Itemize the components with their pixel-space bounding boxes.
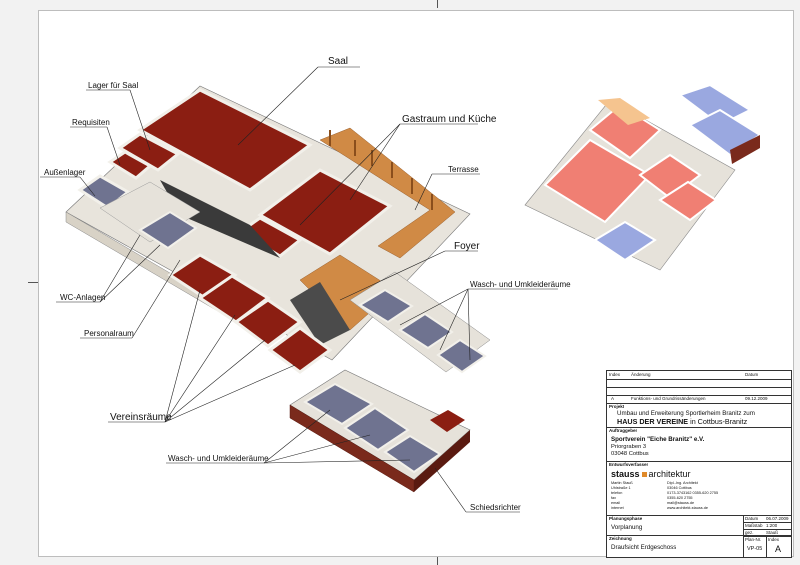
- phase-label: Planungsphase: [609, 516, 643, 521]
- contact-mid: Dipl.-Ing. Architekt 03046 Cottbus 0173-…: [667, 481, 718, 511]
- leader-lines: [40, 66, 558, 513]
- contact-l1: Uhlstraße 1: [611, 486, 631, 490]
- contact-m3: 0355-620 2755: [667, 496, 693, 500]
- firm-logo: stauss architektur: [611, 469, 691, 479]
- client-city: 03048 Cottbus: [611, 451, 649, 457]
- header-index: Index: [609, 372, 621, 377]
- label-schiedsrichter: Schiedsrichter: [470, 503, 521, 512]
- contact-l3: fax: [611, 496, 617, 500]
- plan-number-cell: Plan-Nr. VP-05: [744, 536, 767, 557]
- project-section: Projekt Umbau und Erweiterung Sportlerhe…: [607, 403, 791, 428]
- architect-label: Entwurfsverfasser: [609, 462, 649, 467]
- contact-l2: telefon: [611, 491, 623, 495]
- label-wasch-bottom: Wasch- und Umkleideräume: [168, 454, 269, 463]
- label-terrasse: Terrasse: [448, 165, 479, 174]
- index-value: A: [775, 544, 782, 554]
- label-foyer: Foyer: [454, 241, 480, 252]
- project-line1: Umbau und Erweiterung Sportlerheim Brani…: [617, 410, 755, 417]
- contact-m2: 0173-3743162 0355-620 2755: [667, 491, 719, 495]
- drawing-value: Draufsicht Erdgeschoss: [611, 544, 677, 551]
- phase-value: Vorplanung: [611, 524, 643, 531]
- label-saal: Saal: [328, 56, 348, 67]
- label-gastraum: Gastraum und Küche: [402, 114, 497, 125]
- drawing-label: Zeichnung: [609, 536, 632, 541]
- header-aenderung: Änderung: [631, 372, 651, 377]
- label-wasch-top: Wasch- und Umkleideräume: [470, 280, 571, 289]
- label-requisiten: Requisiten: [72, 118, 110, 127]
- drawing-section: Zeichnung Draufsicht Erdgeschoss: [607, 535, 791, 556]
- index-label: Index: [768, 537, 780, 542]
- meta-gez-key: gez.: [745, 530, 754, 535]
- firm-name-a: stauss: [611, 469, 640, 479]
- contact-l0: Martin Stauß: [611, 481, 633, 485]
- main-building: [65, 85, 491, 493]
- project-line2: HAUS DER VEREINE in Cottbus-Branitz: [617, 417, 747, 426]
- meta-datum-value: 06.07.2009: [766, 516, 789, 521]
- client-section: Auftraggeber Sportverein "Eiche Branitz"…: [607, 427, 791, 462]
- label-vereinsraeume: Vereinsräume: [110, 412, 172, 423]
- rev-date: 09.12.2009: [745, 396, 768, 401]
- contact-left: Martin Stauß Uhlstraße 1 telefon fax ema…: [611, 481, 633, 511]
- architect-section: Entwurfsverfasser stauss architektur Mart…: [607, 461, 791, 516]
- project-name: HAUS DER VEREINE: [617, 417, 689, 426]
- phase-section: Planungsphase Vorplanung: [607, 515, 791, 536]
- revision-header: Index Änderung Datum: [607, 371, 791, 380]
- firm-name-b: architektur: [648, 469, 691, 479]
- contact-l4: email: [611, 501, 621, 505]
- center-tick-top: [437, 0, 438, 8]
- center-tick-bottom: [437, 557, 438, 565]
- contact-m5: www.architekt-stauss.de: [667, 506, 708, 510]
- meta-gez: gez. Stauß: [744, 529, 792, 537]
- rev-index: A: [611, 396, 615, 401]
- revision-row: A Funktions- und Grundrissänderungen 09.…: [607, 395, 791, 404]
- contact-l5: internet: [611, 506, 624, 510]
- client-name: Sportverein "Eiche Branitz" e.V.: [611, 436, 705, 443]
- center-tick-left: [28, 282, 38, 283]
- title-block: Index Änderung Datum A Funktions- und Gr…: [606, 370, 792, 558]
- meta-massstab: Maßstab 1:200: [744, 522, 792, 530]
- project-location: in Cottbus-Branitz: [688, 417, 748, 426]
- header-datum: Datum: [745, 372, 759, 377]
- contact-m1: 03046 Cottbus: [667, 486, 692, 490]
- label-lager-saal: Lager für Saal: [88, 81, 138, 90]
- secondary-view: [524, 83, 762, 271]
- plan-number-label: Plan-Nr.: [745, 537, 762, 542]
- label-aussenlager: Außenlager: [44, 168, 86, 177]
- label-personal: Personalraum: [84, 329, 134, 338]
- meta-column: Datum 06.07.2009 Maßstab 1:200 gez. Stau…: [743, 515, 792, 557]
- meta-massstab-value: 1:200: [766, 523, 778, 528]
- contact-m4: mail@stauss.de: [667, 501, 695, 505]
- meta-datum-key: Datum: [745, 516, 759, 521]
- contact-m0: Dipl.-Ing. Architekt: [667, 481, 698, 485]
- project-label: Projekt: [609, 404, 625, 409]
- meta-massstab-key: Maßstab: [745, 523, 763, 528]
- firm-square-icon: [641, 472, 647, 477]
- index-cell: Index A: [767, 536, 792, 557]
- meta-datum: Datum 06.07.2009: [744, 515, 792, 523]
- plan-number-value: VP-05: [747, 546, 763, 552]
- client-label: Auftraggeber: [609, 428, 638, 433]
- meta-gez-value: Stauß: [766, 530, 779, 535]
- client-street: Priorgraben 3: [611, 444, 647, 450]
- rev-text: Funktions- und Grundrissänderungen: [631, 396, 706, 401]
- label-wc: WC-Anlagen: [60, 293, 105, 302]
